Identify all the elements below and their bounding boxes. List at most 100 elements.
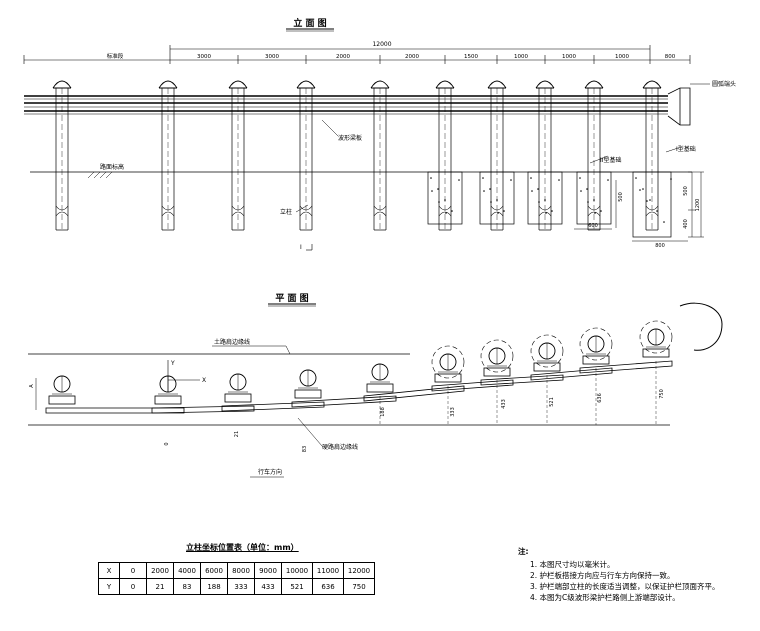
notes-block: 注: 1. 本图尺寸均以毫米计。 2. 护栏板搭接方向应与行车方向保持一致。 3…: [518, 546, 758, 603]
overall-length-label: 12000: [372, 41, 391, 48]
plan-offset-label: 0: [164, 442, 170, 445]
found-I-label: I型基础: [676, 145, 696, 153]
plan-offset-label: 188: [380, 407, 386, 417]
table-cell: 8000: [227, 562, 255, 579]
segment-label-standard: 标准段: [107, 52, 124, 60]
segment-label-2: 3000: [265, 54, 279, 60]
beam-label: 波形梁板: [338, 134, 362, 142]
elevation-title: 立 面 图: [293, 17, 326, 29]
plan-offset-label: 433: [501, 399, 507, 409]
elevation-view: 立 面 图 12000 标准段 3000 3000 2000 2000: [23, 17, 736, 251]
plan-end-arc: [679, 302, 723, 351]
found-II-leader: [589, 155, 609, 164]
table-cell: 0: [119, 562, 147, 579]
plan-offset-label: 21: [234, 431, 240, 437]
table-cell: 11000: [312, 562, 344, 579]
plan-offset-labels: 0 21 83 188 333 433 521 636 750: [164, 389, 665, 452]
segment-dims: [23, 45, 691, 64]
section-mark-label: I: [300, 244, 302, 251]
table-cell: 12000: [343, 562, 375, 579]
note-item: 3. 护栏端部立柱的长度适当调整，以保证护栏顶面齐平。: [530, 582, 720, 591]
segment-label-3: 2000: [336, 54, 350, 60]
plan-post: [639, 320, 673, 425]
plan-post: [224, 373, 252, 403]
segment-label-9: 800: [665, 54, 676, 60]
plan-post: [48, 375, 76, 405]
post-leader: [295, 204, 309, 213]
plan-offset-label: 750: [659, 389, 665, 399]
found-II-label: II型基础: [600, 156, 622, 164]
note-item: 1. 本图尺寸均以毫米计。: [530, 560, 615, 569]
plan-posts: 0 21 83 188 333 433 521 636 750: [45, 320, 673, 452]
table-cell: 9000: [254, 562, 282, 579]
plan-post: [579, 327, 613, 425]
y-axis-label: Y: [170, 360, 175, 367]
ground-hatch: [87, 171, 113, 179]
table-cell: 10000: [281, 562, 313, 579]
table-cell: 521: [281, 578, 313, 595]
direction-label: 行车方向: [258, 468, 282, 476]
dim-500a: 500: [683, 186, 689, 196]
table-cell: 83: [173, 578, 201, 595]
table-cell: 0: [119, 578, 147, 595]
segment-label-5: 1500: [464, 54, 478, 60]
table-row: Y 0 21 83 188 333 433 521 636 750: [98, 578, 375, 595]
table-cell: X: [98, 562, 120, 579]
note-item: 4. 本图为C级波形梁护栏路侧上游端部设计。: [530, 593, 680, 602]
table-cell: 188: [200, 578, 228, 595]
plan-post: [530, 334, 564, 425]
dim-400: 400: [683, 219, 689, 229]
plan-offset-label: 521: [549, 397, 555, 407]
found-I-leader: [665, 147, 679, 153]
note-item: 2. 护栏板搭接方向应与行车方向保持一致。: [530, 571, 675, 580]
wave-beam: [24, 95, 668, 115]
table-cell: Y: [98, 578, 120, 595]
table-row: X 0 2000 4000 6000 8000 9000 10000 11000…: [98, 562, 375, 579]
plan-offset-label: 636: [597, 393, 603, 403]
segment-label-6: 1000: [514, 54, 528, 60]
plan-offset-label: 83: [302, 446, 308, 452]
table-cell: 4000: [173, 562, 201, 579]
post-label: 立柱: [280, 208, 292, 216]
end-head: [667, 87, 691, 126]
end-head-label: 圆弧端头: [712, 80, 736, 88]
segment-label-4: 2000: [405, 54, 419, 60]
soil-edge-label: 土路肩边缘线: [214, 338, 250, 346]
dim-500b: 500: [618, 192, 624, 202]
segment-label-7: 1000: [562, 54, 576, 60]
table-cell: 636: [312, 578, 344, 595]
table-cell: 6000: [200, 562, 228, 579]
soil-edge-leader-2: [285, 345, 291, 355]
elevation-posts: [52, 80, 672, 238]
dim-1200: 1200: [695, 199, 701, 212]
hard-edge-leader: [297, 417, 323, 447]
plan-post: [431, 345, 465, 425]
table-cell: 21: [146, 578, 174, 595]
coord-table-title: 立柱坐标位置表（单位：mm）: [186, 543, 299, 552]
dim-600: 600: [588, 223, 598, 229]
a-dim-label: A: [29, 384, 35, 388]
hard-edge-label: 硬路肩边缘线: [322, 443, 358, 451]
x-axis-label: X: [202, 377, 206, 384]
plan-post: [294, 369, 322, 399]
beam-leader: [321, 119, 339, 137]
dim-800: 800: [655, 243, 665, 249]
plan-beam: [45, 360, 673, 414]
segment-label-1: 3000: [197, 54, 211, 60]
plan-post: [366, 363, 394, 425]
table-cell: 750: [343, 578, 375, 595]
coord-table: X 0 2000 4000 6000 8000 9000 10000 11000…: [98, 562, 375, 595]
elevation-post: [632, 80, 672, 238]
table-cell: 333: [227, 578, 255, 595]
plan-offset-label: 333: [450, 407, 456, 417]
segment-dim-labels: 标准段 3000 3000 2000 2000 1500 1000 1000 1…: [107, 52, 676, 60]
road-surface-label: 路面标高: [100, 163, 124, 171]
plan-post: [154, 375, 182, 405]
table-cell: 433: [254, 578, 282, 595]
plan-view: 平 面 图 土路肩边缘线 A Y X 0 21 83 188 333 433 521 636 7…: [28, 293, 723, 478]
foundation-dims: [574, 171, 704, 242]
notes-title: 注:: [518, 547, 529, 556]
segment-label-8: 1000: [615, 54, 629, 60]
plan-title: 平 面 图: [275, 293, 308, 304]
